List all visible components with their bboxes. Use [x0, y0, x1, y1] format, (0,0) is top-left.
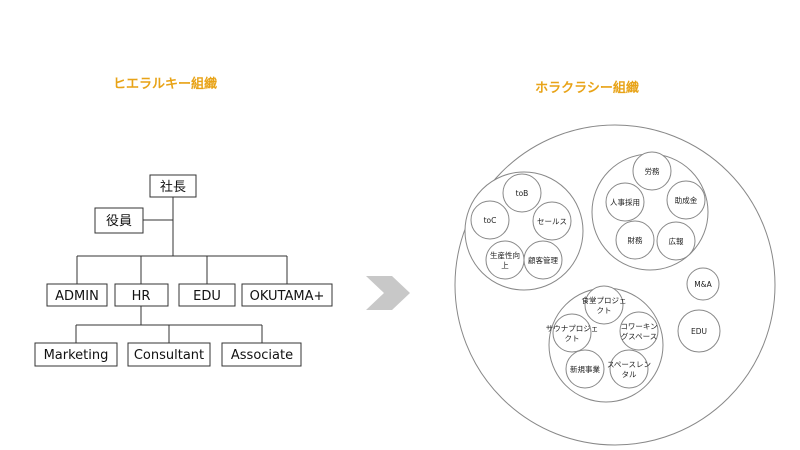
role-label: EDU	[691, 327, 707, 336]
hierarchy-title: ヒエラルキー組織	[113, 76, 217, 92]
team-label: Associate	[231, 348, 293, 363]
role-circle	[502, 173, 542, 213]
role-label: toC	[484, 216, 497, 225]
role-label: 広報	[669, 236, 684, 246]
role-circle	[565, 349, 605, 389]
role-circle	[485, 240, 525, 280]
hierarchy-connectors	[75, 197, 288, 343]
role-label: 労務	[645, 166, 660, 176]
role-circle	[532, 201, 572, 241]
dept-label: OKUTAMA+	[250, 289, 325, 304]
dept-okutama-box: OKUTAMA+	[241, 283, 333, 307]
dept-edu-box: EDU	[178, 283, 236, 307]
team-label: Consultant	[134, 348, 204, 363]
role-circle	[552, 313, 592, 353]
holacracy-title: ホラクラシー組織	[535, 80, 639, 96]
role-circle	[470, 200, 510, 240]
role-label: 助成金	[675, 195, 698, 205]
team-consultant-box: Consultant	[127, 342, 211, 367]
executives-label: 役員	[106, 214, 132, 229]
role-label: サウナプロジェクト	[546, 324, 599, 343]
role-circle	[619, 311, 659, 351]
role-circle	[632, 151, 672, 191]
role-circle	[523, 240, 563, 280]
role-circle	[609, 349, 649, 389]
dept-admin-box: ADMIN	[46, 283, 108, 307]
role-label: 人事採用	[610, 197, 640, 207]
role-label: コワーキングスペース	[620, 322, 657, 341]
role-label: toB	[516, 189, 529, 198]
role-circle	[605, 182, 645, 222]
dept-label: EDU	[193, 289, 221, 304]
standalone-role-circle	[686, 267, 720, 301]
role-circle	[656, 221, 696, 261]
dept-hr-box: HR	[114, 283, 169, 307]
team-label: Marketing	[44, 348, 109, 363]
role-label: 食堂プロジェクト	[582, 295, 627, 315]
executives-box: 役員	[94, 207, 144, 234]
role-label: 生産性向上	[490, 250, 520, 270]
role-label: 顧客管理	[528, 255, 558, 265]
role-label: 新規事業	[570, 364, 600, 374]
dept-label: ADMIN	[55, 289, 99, 304]
ceo-label: 社長	[160, 179, 186, 195]
role-label: 財務	[628, 235, 643, 245]
role-label: M&A	[694, 280, 712, 289]
role-label: スペースレンタル	[607, 360, 651, 379]
ceo-box: 社長	[149, 174, 197, 198]
chevron-arrow-icon	[366, 276, 410, 310]
dept-label: HR	[132, 289, 151, 304]
role-circle	[666, 180, 706, 220]
role-circle	[615, 220, 655, 260]
role-label: セールス	[537, 217, 567, 226]
team-marketing-box: Marketing	[34, 342, 118, 367]
team-associate-box: Associate	[221, 342, 302, 367]
role-circle	[584, 285, 624, 325]
standalone-role-circle	[677, 309, 721, 353]
